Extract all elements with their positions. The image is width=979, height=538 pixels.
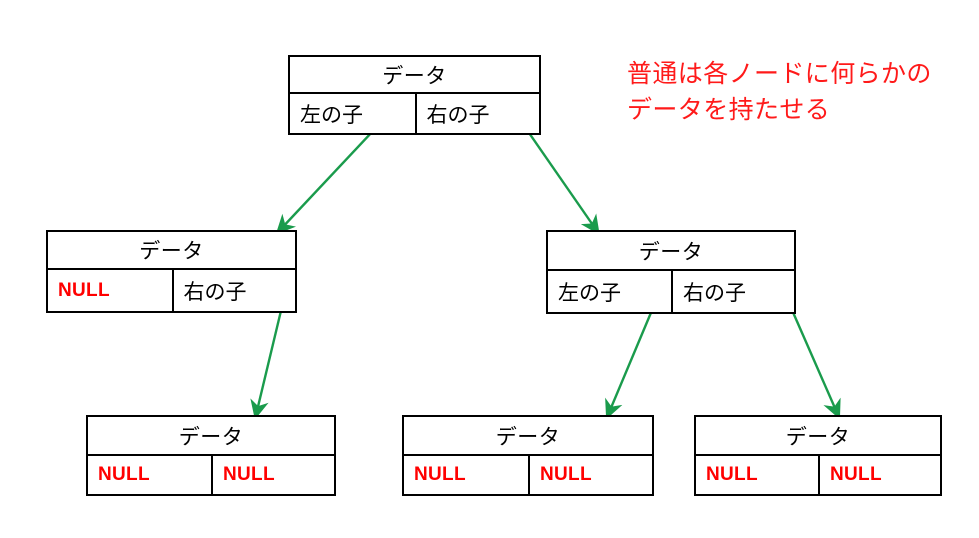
tree-node-leaf-3[interactable]: データ NULL NULL (694, 415, 942, 496)
tree-node-leaf-2[interactable]: データ NULL NULL (402, 415, 654, 496)
node-right-child-cell[interactable]: NULL (211, 456, 334, 494)
node-right-child-cell[interactable]: NULL (528, 456, 652, 494)
node-right-child-cell[interactable]: 右の子 (414, 94, 540, 133)
node-header-data: データ (404, 417, 652, 456)
node-right-child-cell[interactable]: NULL (818, 456, 940, 494)
node-left-child-cell[interactable]: NULL (414, 464, 466, 485)
node-left-child-cell[interactable]: NULL (58, 279, 110, 301)
node-right-child-cell[interactable]: 右の子 (171, 270, 296, 311)
node-child-pointers: 左の子 右の子 (290, 94, 539, 133)
node-header-data: データ (290, 57, 539, 94)
node-child-pointers: NULL NULL (88, 456, 334, 494)
node-left-child-cell[interactable]: NULL (98, 464, 150, 485)
node-left-child-cell[interactable]: 左の子 (300, 103, 363, 127)
node-left-child-cell[interactable]: NULL (706, 464, 758, 485)
tree-node-level2-left[interactable]: データ NULL 右の子 (46, 230, 297, 313)
tree-node-root[interactable]: データ 左の子 右の子 (288, 55, 541, 135)
node-header-data: データ (696, 417, 940, 456)
tree-node-leaf-1[interactable]: データ NULL NULL (86, 415, 336, 496)
node-child-pointers: NULL NULL (404, 456, 652, 494)
node-header-data: データ (88, 417, 334, 456)
node-child-pointers: 左の子 右の子 (548, 271, 794, 312)
node-header-data: データ (548, 232, 794, 271)
tree-node-level2-right[interactable]: データ 左の子 右の子 (546, 230, 796, 314)
node-header-data: データ (48, 232, 295, 270)
node-left-child-cell[interactable]: 左の子 (558, 281, 621, 305)
annotation-note: 普通は各ノードに何らかの データを持たせる (627, 60, 932, 125)
node-right-child-cell[interactable]: 右の子 (671, 271, 794, 312)
node-child-pointers: NULL 右の子 (48, 270, 295, 311)
node-child-pointers: NULL NULL (696, 456, 940, 494)
